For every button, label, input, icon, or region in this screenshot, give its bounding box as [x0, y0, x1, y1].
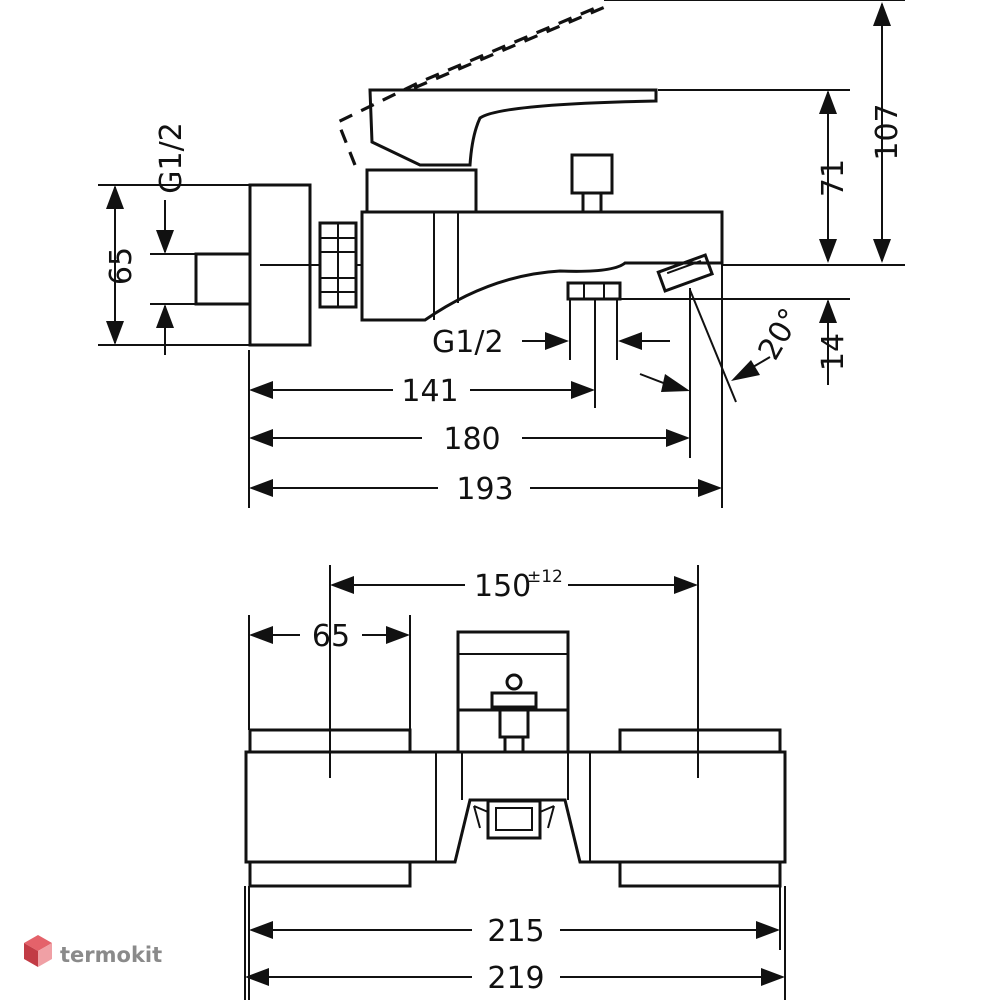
dim-thread-connector: G1/2	[154, 122, 189, 355]
termokit-watermark: termokit	[24, 935, 162, 967]
watermark-text: termokit	[60, 943, 162, 967]
top-view: 150 ±12 65 215 219	[244, 565, 787, 1000]
dim-215-label: 215	[487, 914, 544, 949]
dim-141-label: 141	[401, 374, 458, 409]
dim-71: 71	[816, 90, 851, 263]
thread-spout-label: G1/2	[432, 325, 504, 360]
lever-base	[365, 168, 478, 212]
lever-base-top	[456, 708, 570, 754]
thread-connector-label: G1/2	[154, 122, 189, 194]
diverter-knob	[570, 153, 614, 214]
lever-handle	[368, 88, 658, 167]
dim-150: 150 ±12	[330, 567, 698, 604]
dim-193: 193	[249, 472, 722, 507]
end-cap-left-bottom	[248, 860, 412, 888]
dim-14-label: 14	[816, 333, 851, 371]
lever-head-top	[456, 630, 570, 712]
dim-65-side: 65	[104, 185, 139, 345]
dim-150-label: 150	[474, 569, 531, 604]
connector-pipe	[194, 252, 252, 306]
dim-65-top-label: 65	[312, 619, 350, 654]
dim-219-label: 219	[487, 961, 544, 996]
lever-raised-outline	[335, 4, 601, 166]
angle-label: 20°	[752, 302, 809, 366]
spout-outlet	[566, 281, 622, 301]
cube-logo-icon	[24, 935, 52, 967]
dim-71-label: 71	[816, 159, 851, 197]
aerator	[656, 253, 715, 293]
dim-180: 180	[249, 422, 690, 457]
dim-215: 215	[249, 914, 780, 949]
dim-150-tolerance: ±12	[527, 567, 563, 587]
dim-180-label: 180	[443, 422, 500, 457]
hex-nut	[318, 221, 358, 309]
dim-thread-spout: G1/2	[432, 325, 670, 360]
side-view: 107 71 14 65 G1/2	[98, 0, 905, 508]
dim-65-side-label: 65	[104, 247, 139, 285]
dim-65-top: 65	[249, 619, 410, 654]
dim-angle: 20°	[639, 302, 809, 392]
dim-107: 107	[870, 2, 905, 263]
dim-107-label: 107	[870, 103, 905, 160]
aerator-top	[473, 799, 555, 840]
dim-14: 14	[816, 299, 851, 385]
mixer-body	[360, 210, 724, 322]
dim-193-label: 193	[456, 472, 513, 507]
dim-141: 141	[249, 374, 595, 409]
diverter-knob-top	[490, 673, 538, 754]
end-cap-right-top	[618, 728, 782, 754]
dim-219: 219	[245, 961, 785, 996]
end-cap-right-bottom	[618, 860, 782, 888]
